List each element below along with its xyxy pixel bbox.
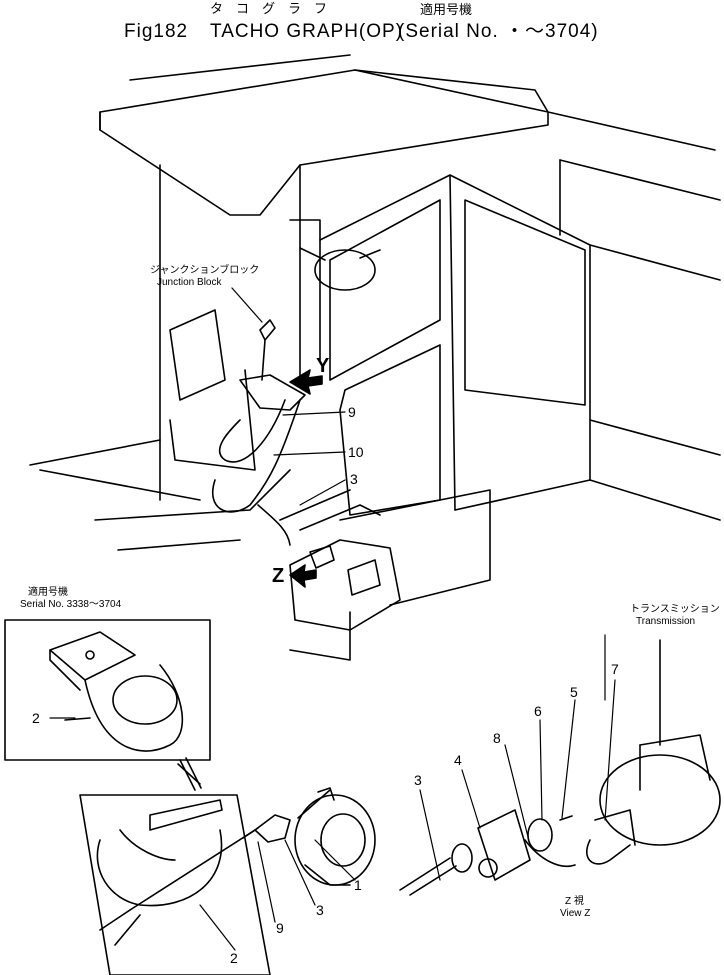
view-z-label: View Z: [560, 908, 591, 919]
callout-2: 2: [32, 710, 40, 726]
page-title: TACHO GRAPH(OP): [210, 21, 404, 42]
callout-3: 3: [350, 471, 358, 487]
junction-block-label: Junction Block: [157, 277, 222, 288]
callout-6: 6: [534, 703, 542, 719]
cab-body: [29, 159, 721, 661]
callout-10: 10: [348, 444, 364, 460]
arrow-y-label: Y: [316, 355, 330, 377]
sender-assembly: [399, 639, 721, 896]
inset-serial-range: Serial No. 3338～3704: [20, 599, 122, 610]
callout-2: 2: [230, 950, 238, 966]
callout-9: 9: [348, 404, 356, 420]
serial-kana: 適用号機: [420, 2, 473, 17]
cab-roof: [99, 54, 716, 216]
view-z-kana: Z 視: [565, 896, 584, 907]
connector-cable: [242, 814, 291, 843]
callout-1: 1: [354, 877, 362, 893]
transmission-label: Transmission: [636, 616, 696, 627]
arrow-z-label: Z: [272, 565, 285, 587]
callout-9: 9: [276, 920, 284, 936]
callout-3: 3: [414, 772, 422, 788]
callout-4: 4: [454, 752, 462, 768]
callout-5: 5: [570, 684, 578, 700]
view-arrows: [289, 369, 323, 588]
inset-serial-kana: 適用号機: [28, 587, 68, 598]
harness: [212, 319, 401, 631]
inset-mounting-box: [79, 794, 271, 975]
serial-range-header: (Serial No. ・～3704): [398, 21, 599, 42]
screw: [177, 757, 202, 791]
junction-block-kana: ジャンクションブロック: [150, 265, 260, 276]
inset-bracket-box: [4, 619, 211, 761]
callout-8: 8: [493, 730, 501, 746]
transmission-kana: トランスミッション: [630, 604, 720, 615]
leader-lines: [231, 287, 346, 506]
callout-3: 3: [316, 902, 324, 918]
figure-number: Fig182: [124, 21, 189, 42]
callout-7: 7: [611, 661, 619, 677]
tacho-gauge: [294, 787, 376, 886]
callout-leaders: [49, 634, 616, 951]
title-kana: タ コ グ ラ フ: [210, 1, 328, 16]
